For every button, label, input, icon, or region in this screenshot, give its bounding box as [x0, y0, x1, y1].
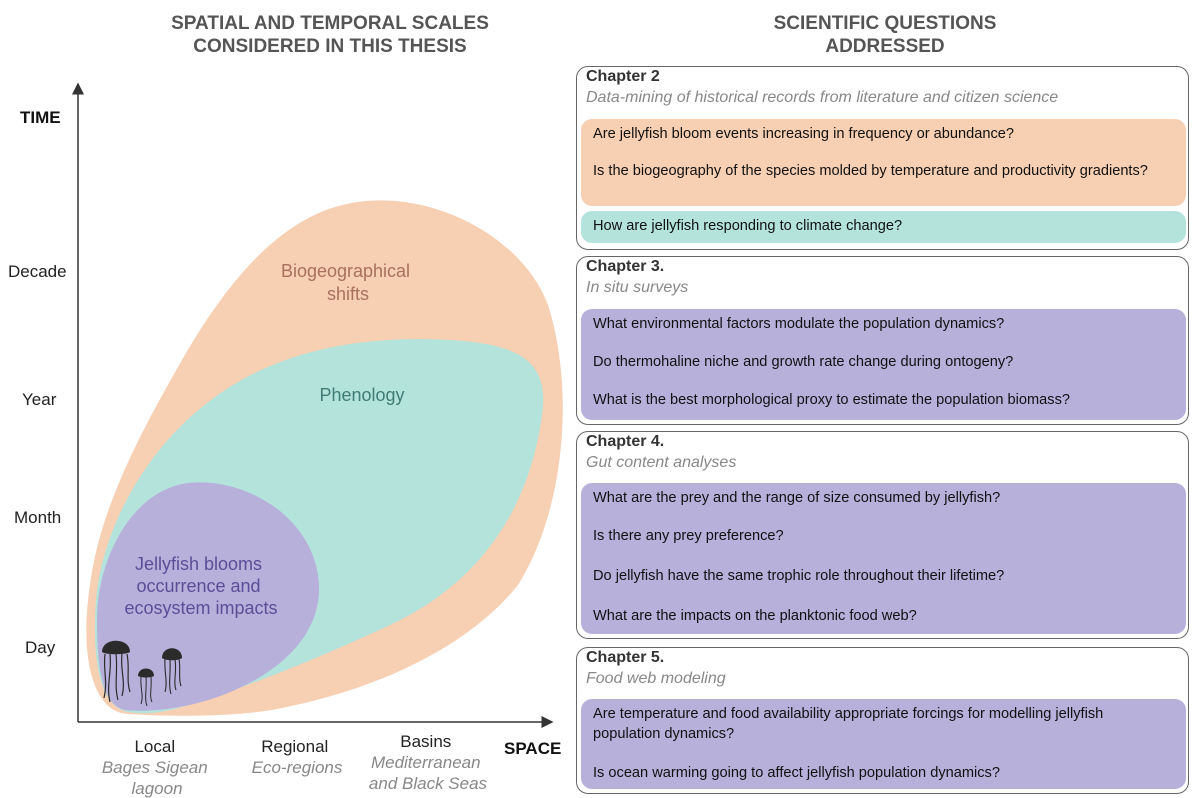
time-axis-label: TIME [20, 108, 61, 127]
jellyfish-icon-large [102, 640, 131, 703]
question-text: What is the best morphological proxy to … [593, 392, 1070, 408]
space-tick-regional: Regional Eco-regions [252, 737, 343, 777]
chapter-2-panel: Chapter 2 Data-mining of historical reco… [576, 66, 1189, 250]
question-box: What are the prey and the range of size … [581, 483, 1186, 634]
biogeographical-shifts-label: Biogeographical shifts [281, 261, 415, 304]
question-text: Is ocean warming going to affect jellyfi… [593, 765, 1000, 781]
time-tick-year: Year [22, 390, 57, 409]
question-box: Are jellyfish bloom events increasing in… [581, 119, 1186, 206]
phenology-label: Phenology [319, 385, 404, 405]
time-tick-decade: Decade [8, 262, 67, 281]
chapter-subtitle: Food web modeling [586, 670, 726, 687]
chapter-title: Chapter 2 [586, 68, 660, 85]
question-box: What environmental factors modulate the … [581, 309, 1186, 420]
scales-heading: SPATIAL AND TEMPORAL SCALES CONSIDERED I… [110, 12, 550, 58]
chapter-title: Chapter 5. [586, 649, 665, 666]
time-tick-month: Month [14, 508, 61, 527]
scales-heading-line-1: SPATIAL AND TEMPORAL SCALES [171, 13, 489, 34]
chapter-5-panel: Chapter 5. Food web modeling Are tempera… [576, 647, 1189, 794]
space-tick-local: Local Bages Sigean lagoon [102, 737, 212, 798]
question-text: Is there any prey preference? [593, 528, 784, 544]
chapter-subtitle: Gut content analyses [586, 454, 737, 471]
chapter-subtitle: In situ surveys [586, 279, 689, 296]
jellyfish-icon-small [138, 668, 154, 707]
question-text: What are the prey and the range of size … [593, 490, 1001, 506]
questions-heading-line-2: ADDRESSED [825, 36, 945, 57]
jellyfish-icon-medium [162, 648, 182, 695]
question-text: Are temperature and food availability ap… [593, 706, 1104, 742]
scales-heading-line-2: CONSIDERED IN THIS THESIS [193, 36, 467, 57]
question-text: Are jellyfish bloom events increasing in… [593, 126, 1015, 142]
space-tick-basins: Basins Mediterranean and Black Seas [369, 732, 488, 793]
space-axis-label: SPACE [504, 739, 561, 758]
question-box: How are jellyfish responding to climate … [581, 211, 1186, 243]
question-text: Do jellyfish have the same trophic role … [593, 568, 1005, 584]
scales-diagram: Biogeographical shifts Phenology Jellyfi… [8, 82, 563, 798]
question-text: What environmental factors modulate the … [593, 316, 1005, 332]
time-tick-day: Day [25, 638, 56, 657]
chapter-title: Chapter 4. [586, 433, 665, 450]
questions-heading: SCIENTIFIC QUESTIONS ADDRESSED [665, 12, 1105, 58]
question-text: Is the biogeography of the species molde… [593, 163, 1148, 179]
chapter-4-panel: Chapter 4. Gut content analyses What are… [576, 431, 1189, 639]
question-text: Do thermohaline niche and growth rate ch… [593, 354, 1014, 370]
question-text: How are jellyfish responding to climate … [593, 218, 903, 234]
chapter-title: Chapter 3. [586, 258, 665, 275]
chapter-subtitle: Data-mining of historical records from l… [586, 89, 1059, 106]
question-box: Are temperature and food availability ap… [581, 699, 1186, 789]
chapter-3-panel: Chapter 3. In situ surveys What environm… [576, 256, 1189, 425]
jellyfish-blooms-label: Jellyfish blooms occurrence and ecosyste… [124, 554, 277, 618]
jellyfish-blooms-region [97, 482, 320, 711]
questions-heading-line-1: SCIENTIFIC QUESTIONS [773, 13, 997, 34]
question-text: What are the impacts on the planktonic f… [593, 608, 917, 624]
